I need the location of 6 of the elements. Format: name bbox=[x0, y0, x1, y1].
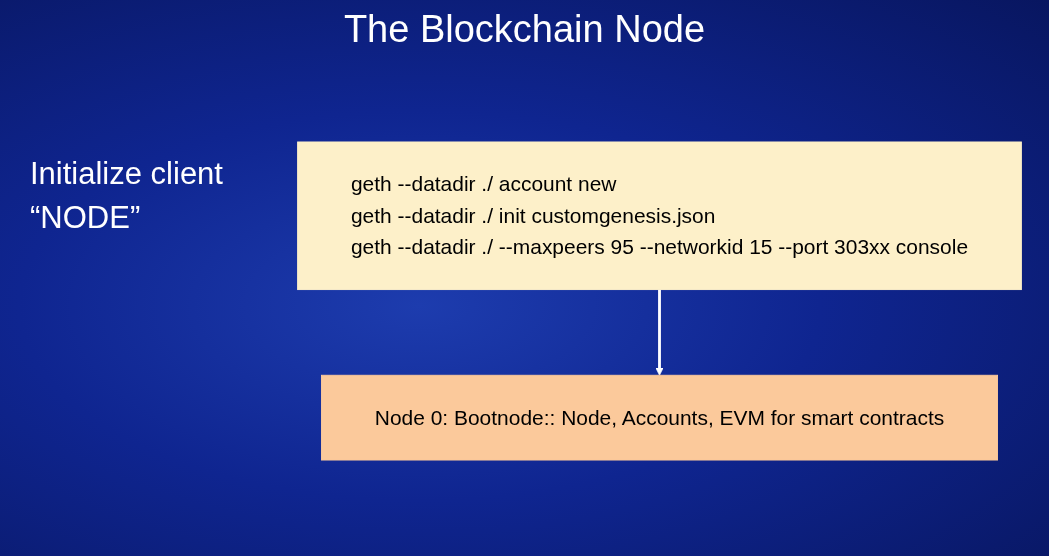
side-note: Initialize client “NODE” bbox=[30, 155, 224, 237]
flowchart: geth --datadir ./ account new geth --datadir ./ init customgenesis.json geth --datadir ./ --maxpeers 95 --networkid 15 --port 303xx console Node 0: Bootnode:: Node, Accounts, EVM for smart contracts bbox=[290, 62, 1029, 540]
node-box bbox=[297, 141, 1022, 291]
node-box bbox=[321, 374, 998, 461]
arrow bbox=[655, 289, 664, 376]
diagram-title: The Blockchain Node bbox=[342, 7, 707, 52]
